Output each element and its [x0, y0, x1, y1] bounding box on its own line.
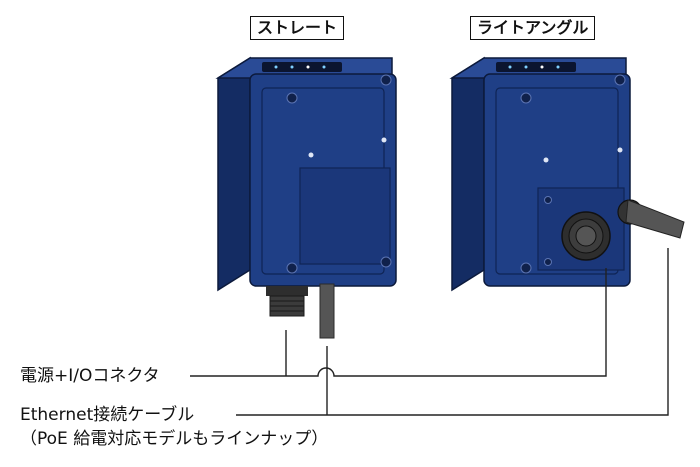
straight-label: ストレート [250, 16, 345, 40]
indicator-strip [496, 62, 576, 72]
ethernet-callout: Ethernet接続ケーブル [20, 405, 195, 425]
straight-device [215, 56, 397, 339]
right-angle-device [449, 56, 685, 292]
power-io-callout: 電源+I/Oコネクタ [20, 366, 160, 386]
callout-lines [190, 248, 669, 416]
right-angle-label: ライトアングル [470, 16, 596, 40]
ethernet-note: （PoE 給電対応モデルもラインナップ） [20, 429, 329, 449]
indicator-strip [262, 62, 342, 72]
